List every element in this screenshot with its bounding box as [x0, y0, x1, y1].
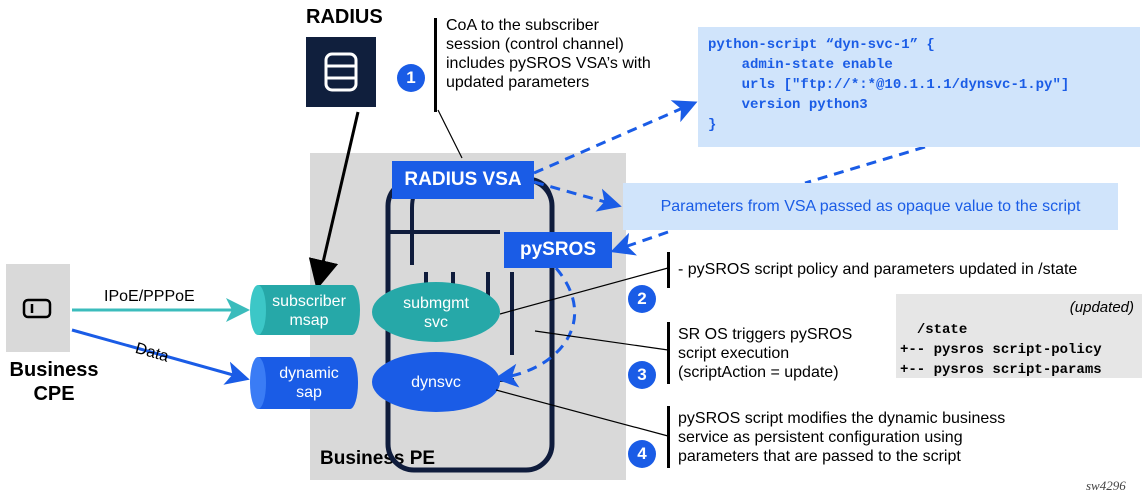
callout-3-text: SR OS triggers pySROS script execution (… [678, 326, 853, 381]
dynsvc-label: dynsvc [411, 374, 461, 391]
state-lines: /state +-- pysros script-policy +-- pysr… [900, 322, 1102, 378]
callout-1-bar [434, 18, 437, 112]
subscriber-msap-label: subscriber msap [272, 293, 346, 329]
callout-1-text: CoA to the subscriber session (control c… [446, 17, 651, 91]
step-2-badge: 2 [628, 285, 656, 313]
submgmt-svc-ellipse [372, 282, 500, 342]
submgmt-svc-label: submgmt svc [403, 295, 469, 331]
figure-id: sw4296 [1086, 478, 1126, 493]
callout-2-text: - pySROS script policy and parameters up… [678, 261, 1078, 278]
pysros-to-dynsvc-arrow [494, 267, 577, 388]
callout-2-bar [667, 252, 670, 288]
callout-3-leader [534, 330, 669, 351]
step-4-badge: 4 [628, 440, 656, 468]
callout-2-leader [499, 267, 669, 315]
step-1-badge: 1 [397, 64, 425, 92]
business-cpe-box [6, 264, 70, 352]
business-cpe-label: Business CPE [9, 359, 99, 405]
radius-server-icon [306, 37, 376, 107]
callout-4-bar [667, 406, 670, 468]
dynamic-sap-cylinder [250, 357, 358, 409]
python-script-config: python-script “dyn-svc-1” { admin-state … [698, 27, 1140, 147]
subscriber-msap-cylinder [250, 285, 360, 335]
callout-4-leader [495, 389, 669, 437]
radius-to-msap-arrow [308, 111, 360, 290]
state-updated-label: (updated) [1069, 299, 1134, 316]
dynsvc-ellipse [372, 352, 500, 412]
dynamic-sap-label: dynamic sap [279, 365, 339, 401]
step-3-badge: 3 [628, 361, 656, 389]
radius-vsa-label: RADIUS VSA [392, 161, 534, 199]
param-to-pysros-arrow [610, 230, 669, 256]
radius-title: RADIUS [306, 6, 383, 28]
ipoe-link-label: IPoE/PPPoE [104, 288, 195, 305]
vsa-to-code-arrow [533, 100, 698, 175]
state-box: /state +-- pysros script-policy +-- pysr… [896, 294, 1142, 378]
business-pe-label: Business PE [320, 448, 436, 469]
vsa-to-param-arrow [533, 180, 622, 212]
callout-3-bar [667, 322, 670, 384]
callout-4-text: pySROS script modifies the dynamic busin… [678, 410, 1006, 465]
code-to-param-dash [804, 145, 926, 185]
callout-1-leader [437, 109, 463, 159]
parameters-box: Parameters from VSA passed as opaque val… [623, 183, 1118, 230]
pysros-label: pySROS [504, 232, 612, 268]
data-link [71, 328, 250, 385]
